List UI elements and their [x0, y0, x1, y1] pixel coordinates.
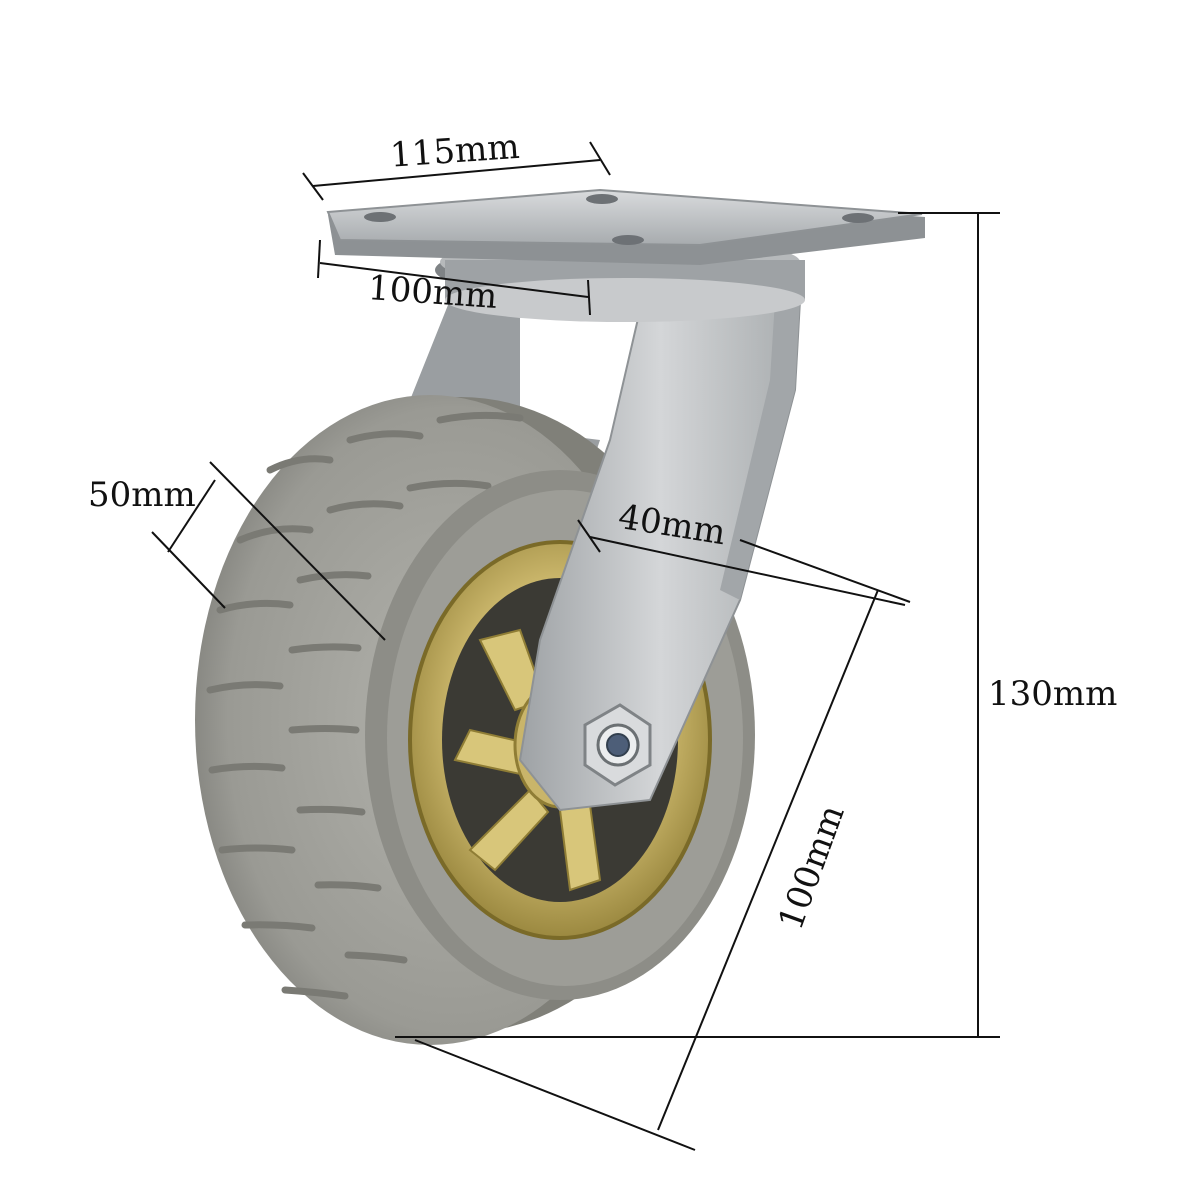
plate-hole: [612, 235, 644, 245]
plate-hole: [364, 212, 396, 222]
plate-width-label: 100mm: [367, 268, 499, 317]
tread-grooves: [206, 411, 524, 1000]
plate-hole: [586, 194, 618, 204]
total-height-label: 130mm: [988, 674, 1117, 714]
dimension-lines: [151, 141, 1000, 1151]
axle-bolt: [583, 703, 652, 787]
wheel-diameter-label: 100mm: [771, 800, 853, 935]
plate-hole: [842, 213, 874, 223]
plate-length-label: 115mm: [389, 127, 521, 176]
wheel-width-label: 50mm: [88, 475, 196, 515]
top-plate: [326, 188, 925, 265]
